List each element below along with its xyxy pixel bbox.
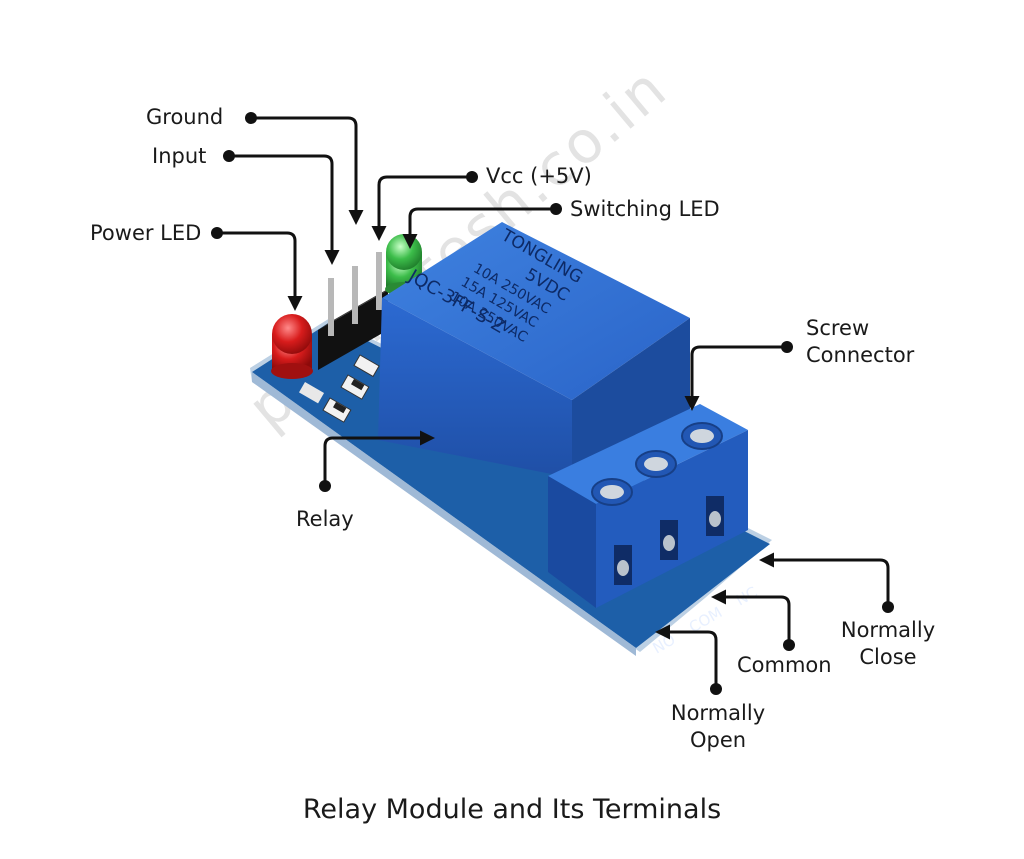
switching-led-leader [402, 203, 562, 249]
smd-components [299, 354, 380, 423]
label-normally-open: Normally Open [666, 700, 770, 755]
label-vcc: Vcc (+5V) [486, 164, 592, 188]
normally-close-leader [759, 552, 894, 613]
label-switching-led: Switching LED [570, 197, 720, 221]
figure-caption: Relay Module and Its Terminals [302, 794, 722, 825]
label-normally-open-line1: Normally [670, 701, 766, 725]
vcc-leader [371, 171, 478, 241]
label-screw-connector-line1: Screw [806, 316, 870, 340]
label-power-led: Power LED [90, 221, 202, 245]
input-leader [223, 150, 340, 265]
screw-connector-leader [684, 341, 793, 411]
leader-lines [211, 112, 894, 695]
screw-terminal-block [548, 404, 748, 608]
common-leader [711, 589, 795, 651]
power-led-leader [211, 227, 303, 311]
label-input: Input [152, 144, 207, 168]
normally-open-leader [655, 624, 722, 695]
label-ground: Ground [146, 105, 224, 129]
ground-leader [245, 112, 364, 225]
relay-leader [319, 430, 435, 492]
label-relay: Relay [296, 507, 354, 531]
power-led [271, 314, 313, 379]
label-screw-connector-line2: Connector [806, 343, 915, 368]
header-pins [318, 252, 400, 370]
label-normally-close: Normally Close [840, 617, 936, 672]
label-common: Common [737, 653, 832, 677]
label-normally-close-line1: Normally [840, 618, 936, 642]
label-normally-close-line2: Close [859, 645, 917, 670]
label-screw-connector: Screw Connector [806, 315, 914, 370]
label-normally-open-line2: Open [689, 728, 747, 753]
